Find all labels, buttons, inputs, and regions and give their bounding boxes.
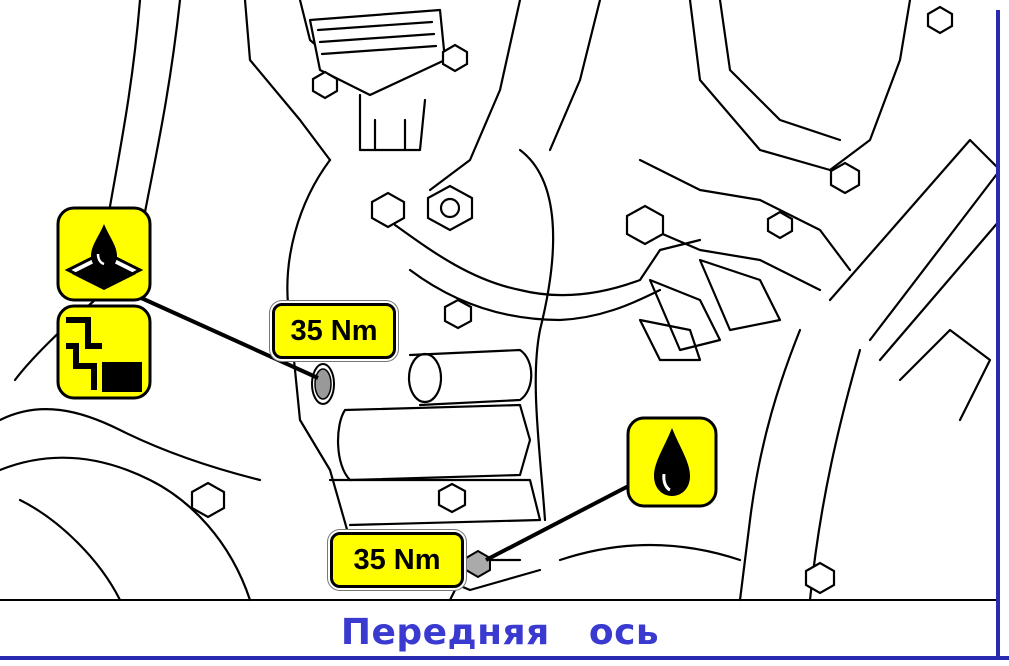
frame-right-border <box>996 10 1000 660</box>
bolt <box>311 70 339 100</box>
oil-fill-icon <box>56 206 152 302</box>
axle-line-drawing <box>0 0 1000 602</box>
leader-line-drain <box>485 478 641 562</box>
bolt <box>625 204 665 246</box>
bolt <box>829 161 861 195</box>
fill-plug <box>311 363 335 405</box>
diagram-caption: Передняя ось <box>340 612 660 653</box>
upper-fork <box>393 223 702 297</box>
bolt <box>926 5 954 35</box>
bolt <box>426 184 474 232</box>
drain-plug-icon <box>56 304 152 400</box>
bolt <box>443 298 473 330</box>
torque-label-drain-plug: 35 Nm <box>330 532 464 588</box>
bolt <box>437 482 467 514</box>
oil-fill-boss <box>408 348 533 407</box>
leader-line-fill <box>127 290 319 380</box>
bolt <box>370 191 406 229</box>
torque-label-fill-plug: 35 Nm <box>272 303 396 359</box>
oil-drop-icon <box>626 416 718 508</box>
bolt <box>190 481 226 519</box>
frame-bottom-border <box>0 656 1009 660</box>
right-drive-shaft <box>828 138 1000 342</box>
bolt <box>441 43 469 73</box>
sensor-connector <box>308 8 447 97</box>
drain-plug <box>465 549 491 579</box>
bolt <box>766 210 794 240</box>
bolt <box>804 561 836 595</box>
